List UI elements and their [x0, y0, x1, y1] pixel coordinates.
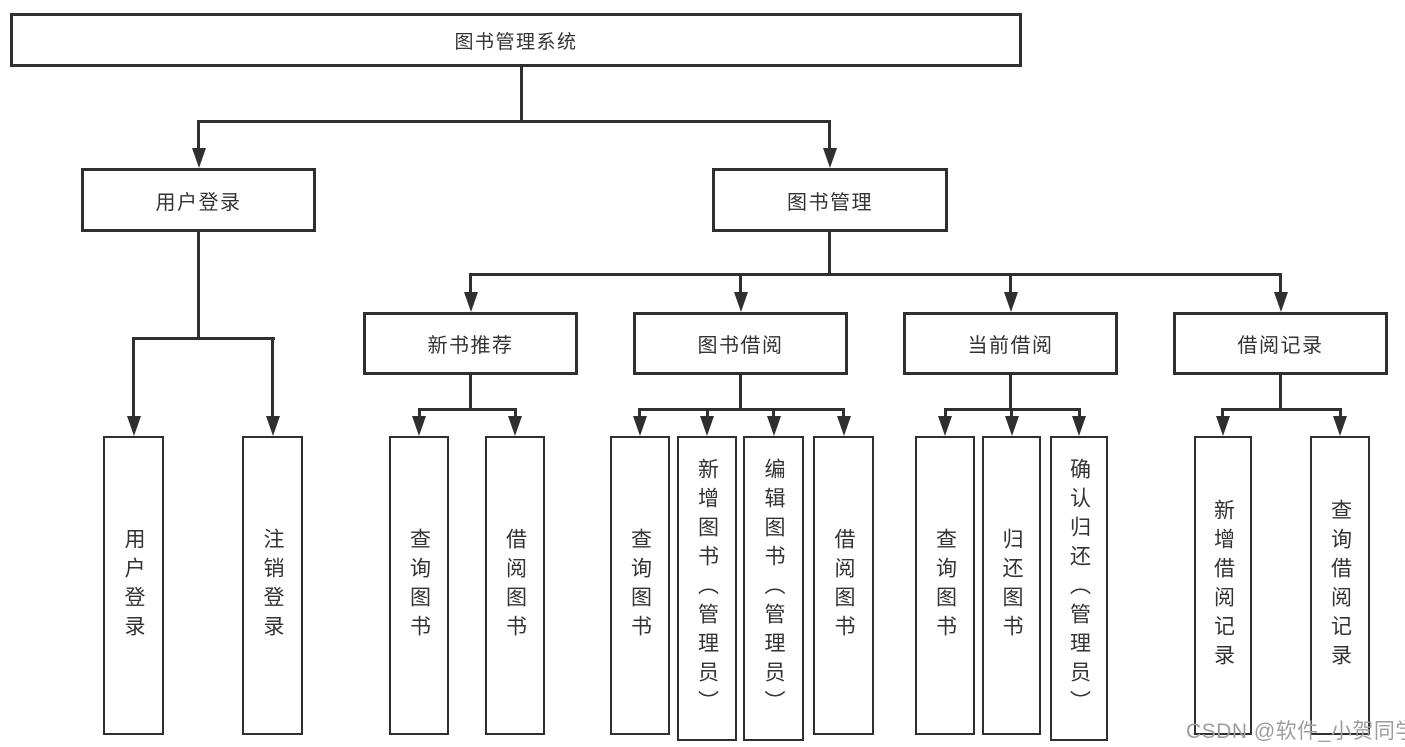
leaf-confirm-return-admin: 确认归还（管理员） — [1050, 436, 1108, 741]
leaf-label: 新增借阅记录 — [1211, 498, 1235, 673]
node-label: 图书借阅 — [697, 335, 784, 357]
arrow-down-icon — [767, 416, 781, 436]
arrow-down-icon — [192, 148, 206, 168]
arrow-down-icon — [633, 416, 647, 436]
leaf-label: 借阅图书 — [832, 527, 855, 644]
arrow-down-icon — [734, 292, 748, 312]
leaf-borrow-books: 借阅图书 — [813, 436, 874, 735]
connector-bar — [132, 337, 275, 340]
connector-root-stem — [520, 66, 523, 122]
node-label: 图书管理 — [787, 191, 873, 214]
connector-stem — [944, 408, 947, 418]
node-book-borrowing: 图书借阅 — [633, 312, 848, 375]
leaf-query-books-current: 查询图书 — [915, 436, 975, 735]
leaf-label: 确认归还（管理员） — [1067, 458, 1091, 719]
arrow-down-icon — [127, 416, 141, 436]
connector-stem — [772, 408, 775, 418]
node-current-borrowing: 当前借阅 — [903, 312, 1118, 375]
arrow-down-icon — [1216, 416, 1230, 436]
arrow-down-icon — [823, 148, 837, 168]
leaf-return-books: 归还图书 — [982, 436, 1041, 735]
node-label: 借阅记录 — [1237, 335, 1324, 357]
connector-stem — [514, 408, 517, 418]
leaf-label: 用户登录 — [122, 527, 145, 644]
node-label: 用户登录 — [155, 191, 242, 214]
node-label: 图书管理系统 — [454, 31, 578, 53]
connector-bar — [469, 273, 1282, 276]
node-label: 新书推荐 — [427, 335, 514, 357]
connector-stem — [842, 408, 845, 418]
connector-stem — [1010, 408, 1013, 418]
arrow-down-icon — [464, 292, 478, 312]
connector-stem — [271, 337, 274, 417]
connector-stem — [418, 408, 421, 418]
connector-stem — [1221, 408, 1224, 418]
node-book-management: 图书管理 — [712, 168, 948, 232]
node-user-login: 用户登录 — [81, 168, 316, 232]
connector-root-bar — [197, 120, 831, 123]
arrow-down-icon — [700, 416, 714, 436]
connector-stem — [1279, 375, 1282, 410]
leaf-add-books-admin: 新增图书（管理员） — [677, 436, 737, 741]
connector-stem — [1078, 408, 1081, 418]
connector-stem — [1009, 275, 1012, 293]
node-library-management-system: 图书管理系统 — [10, 13, 1022, 67]
arrow-down-icon — [412, 416, 426, 436]
connector-stem — [1279, 275, 1282, 293]
connector-stem — [197, 232, 200, 339]
leaf-label: 查询图书 — [628, 527, 652, 644]
leaf-edit-books-admin: 编辑图书（管理员） — [743, 436, 804, 741]
leaf-label: 查询图书 — [933, 527, 957, 644]
leaf-query-books-recommend: 查询图书 — [389, 436, 449, 735]
csdn-watermark: CSDN @软件_小贺同学 — [1186, 720, 1405, 743]
connector-stem — [638, 408, 641, 418]
connector-stem — [828, 232, 831, 275]
arrow-down-icon — [1333, 416, 1347, 436]
connector-bar — [418, 408, 517, 411]
connector-stem — [1339, 408, 1342, 418]
leaf-add-borrow-record: 新增借阅记录 — [1194, 436, 1252, 735]
leaf-user-login: 用户登录 — [103, 436, 164, 735]
connector-stem — [739, 375, 742, 410]
node-borrowing-records: 借阅记录 — [1173, 312, 1388, 375]
arrow-down-icon — [266, 416, 280, 436]
leaf-label: 查询借阅记录 — [1328, 498, 1352, 673]
connector-stem — [828, 122, 831, 150]
connector-bar — [1221, 408, 1342, 411]
leaf-query-borrow-record: 查询借阅记录 — [1310, 436, 1370, 735]
arrow-down-icon — [1005, 416, 1019, 436]
leaf-borrow-books-recommend: 借阅图书 — [485, 436, 545, 735]
connector-bar — [638, 408, 845, 411]
leaf-query-books-borrowing: 查询图书 — [610, 436, 670, 735]
arrow-down-icon — [1072, 416, 1086, 436]
leaf-logout: 注销登录 — [242, 436, 303, 735]
connector-stem — [132, 337, 135, 417]
arrow-down-icon — [1274, 292, 1288, 312]
connector-stem — [706, 408, 709, 418]
leaf-label: 查询图书 — [407, 527, 431, 644]
leaf-label: 归还图书 — [1000, 527, 1023, 644]
arrow-down-icon — [1004, 292, 1018, 312]
connector-stem — [469, 275, 472, 293]
node-new-book-recommendation: 新书推荐 — [363, 312, 578, 375]
connector-stem — [739, 275, 742, 293]
arrow-down-icon — [508, 416, 522, 436]
connector-stem — [469, 375, 472, 410]
leaf-label: 编辑图书（管理员） — [762, 458, 785, 719]
arrow-down-icon — [837, 416, 851, 436]
arrow-down-icon — [938, 416, 952, 436]
leaf-label: 注销登录 — [261, 527, 284, 644]
connector-stem — [1009, 375, 1012, 410]
leaf-label: 新增图书（管理员） — [695, 458, 719, 719]
node-label: 当前借阅 — [967, 335, 1054, 357]
leaf-label: 借阅图书 — [503, 527, 527, 644]
connector-stem — [197, 122, 200, 150]
